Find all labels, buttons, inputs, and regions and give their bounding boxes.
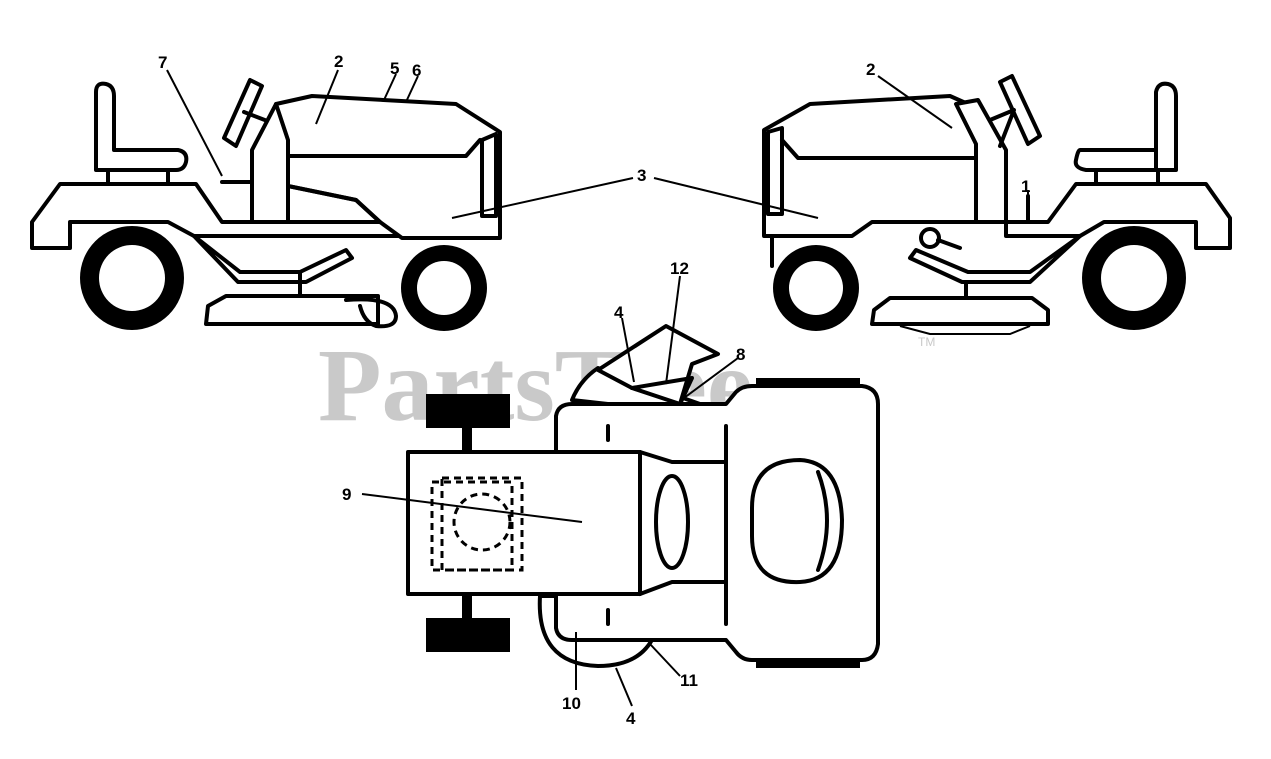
callout-11: 11 [680, 671, 698, 690]
callout-12: 12 [670, 259, 689, 278]
callout-3: 3 [637, 166, 646, 185]
leader-6 [405, 75, 419, 103]
steering-wheel-right [998, 74, 1042, 146]
callout-4-top: 4 [614, 303, 624, 322]
callout-7: 7 [158, 53, 167, 72]
leader-4-top [621, 317, 635, 383]
deck-left [204, 294, 380, 326]
lever-knob-right [919, 227, 941, 249]
leader-5 [383, 73, 397, 101]
callout-6: 6 [412, 61, 421, 80]
callout-5: 5 [390, 59, 399, 78]
watermark-trademark: TM [918, 335, 935, 349]
rear-tire-bottom [426, 618, 510, 652]
tractor-top-view [406, 324, 880, 668]
leader-11 [649, 643, 681, 677]
callout-9: 9 [342, 485, 351, 504]
leader-2-left [315, 69, 339, 125]
callout-10: 10 [562, 694, 581, 713]
leader-2-right [877, 75, 953, 129]
rear-body-left [30, 182, 402, 250]
seat-base-left [106, 168, 170, 186]
callout-1: 1 [1021, 177, 1030, 196]
callout-8: 8 [736, 345, 745, 364]
hood-left [274, 94, 502, 240]
callout-2-left: 2 [334, 52, 343, 71]
deck-right [870, 296, 1050, 326]
rear-tire-top [426, 394, 510, 428]
callout-labels: 7 2 5 6 3 2 1 4 12 8 9 10 4 11 [158, 52, 1030, 728]
seat-right [1154, 81, 1178, 172]
hood-right [762, 94, 978, 238]
leader-7 [166, 69, 223, 177]
steering-wheel-top [654, 474, 690, 570]
rear-body-right [1004, 182, 1232, 250]
callout-4-bottom: 4 [626, 709, 636, 728]
callout-2-right: 2 [866, 60, 875, 79]
frame-left [192, 234, 354, 284]
leader-3-right [653, 177, 819, 219]
leader-lines [166, 69, 1029, 707]
leader-12 [665, 275, 681, 385]
leader-3-left [451, 177, 634, 219]
leader-4-bottom [615, 667, 633, 707]
hood-oval [750, 458, 844, 585]
leader-9 [361, 493, 583, 523]
steering-wheel-left [222, 78, 264, 148]
seat-area-top [406, 450, 642, 596]
seat-left [94, 81, 189, 172]
leader-8 [683, 357, 739, 399]
tractor-right-view [762, 74, 1232, 335]
discharge-chute-left [344, 297, 398, 329]
tractor-left-view [30, 78, 502, 331]
frame-right [908, 234, 1082, 284]
